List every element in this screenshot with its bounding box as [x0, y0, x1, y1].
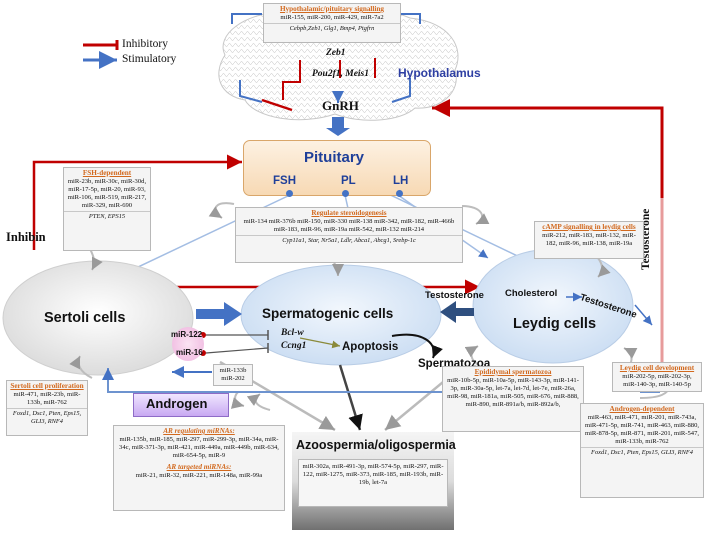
ar-regulating-mirnas: miR-135b, miR-185, miR-297, miR-299-3p, …: [119, 436, 279, 460]
androgen-label: Androgen: [146, 396, 208, 411]
mirna-inhibition-lines: [200, 330, 341, 356]
cholesterol-label: Cholesterol: [505, 288, 558, 299]
testosterone-feedback-arrow: [432, 99, 664, 390]
fsh-dependent-mirnas: miR-23b, miR-30c, miR-30d, miR-17-5p, mi…: [67, 178, 147, 210]
hypothalamic-feedback-lines: [231, 13, 421, 112]
androgen-dependent-box: Androgen-dependent miR-463, miR-471, miR…: [580, 403, 704, 498]
androgen-dependent-title: Androgen-dependent: [609, 405, 675, 413]
steroidogenesis-genes: Cyp11a1, Star, Nr5a1, Ldlr, Abca1, Abcg1…: [236, 235, 462, 245]
azoospermia-mirnas-box: miR-302a, miR-491-3p, miR-574-5p, miR-29…: [298, 459, 448, 507]
hypothalamic-signalling-box: Hypothalamic/pituitary signalling miR-15…: [263, 3, 401, 43]
lh-label: LH: [393, 175, 409, 187]
pou-meis-label: Pou2f1, Meis1: [312, 69, 369, 79]
inhibin-arrow: [32, 154, 242, 250]
leydig-development-box: Leydig cell development miR-202-5p, miR-…: [612, 362, 702, 392]
steroidogenesis-mirnas: miR-134 miR-376b miR-150, miR-330 miR-13…: [243, 218, 455, 234]
sertoli-proliferation-title: Sertoli cell proliferation: [10, 382, 84, 390]
apoptosis-label: Apoptosis: [342, 341, 399, 353]
epididymal-box: Epididymal spermatozoa miR-10b-5p, miR-1…: [442, 366, 584, 432]
steroidogenesis-box: Regulate steroidogenesis miR-134 miR-376…: [235, 207, 463, 263]
sertoli-proliferation-genes: Foxd1, Dsc1, Pten, Eps15, GLI3, RNF4: [7, 408, 87, 426]
gnrh-label: GnRH: [322, 98, 359, 113]
camp-signalling-mirnas: miR-212, miR-183, miR-132, miR-182, miR-…: [542, 232, 636, 248]
legend-stimulatory-label: Stimulatory: [122, 53, 177, 65]
bclw-label: Bcl-w: [281, 328, 304, 338]
cells: [2, 248, 634, 376]
steroidogenesis-title: Regulate steroidogenesis: [311, 209, 387, 217]
fsh-dependent-box: FSH-dependent miR-23b, miR-30c, miR-30d,…: [63, 167, 151, 251]
epididymal-title: Epididymal spermatozoa: [474, 368, 552, 376]
pituitary-title: Pituitary: [304, 149, 365, 166]
leydig-development-title: Leydig cell development: [619, 364, 695, 372]
hypothalamic-signalling-title: Hypothalamic/pituitary signalling: [279, 5, 385, 13]
hypothalamus-label: Hypothalamus: [398, 66, 481, 80]
androgen-dependent-genes: Foxd1, Dsc1, Pten, Eps15, GLI3, RNF4: [581, 447, 703, 457]
androgen-feedback-lines: [102, 366, 660, 393]
azoospermia-arrows: [219, 360, 461, 432]
hypothalamic-signalling-mirnas: miR-155, miR-200, miR-429, miR-7a2: [280, 14, 384, 21]
sertoli-proliferation-box: Sertoli cell proliferation miR-471, miR-…: [6, 380, 88, 436]
leydig-development-mirnas: miR-202-5p, miR-202-3p, miR-140-3p, miR-…: [622, 373, 692, 389]
hypothalamic-signalling-genes: Cebpb,Zeb1, Glg1, Bmp4, Ptgfrn: [264, 23, 400, 33]
fsh-dependent-genes: PTEN, EPS15: [64, 211, 150, 221]
sertoli-to-spermatogenic-arrow: [196, 302, 242, 326]
lh-dot: [396, 190, 403, 197]
mir122-blob: [172, 327, 204, 361]
zeb1-label: Zeb1: [326, 48, 346, 58]
leydig-to-spermatogenic-arrow: [440, 301, 474, 323]
legend-lines: [83, 40, 119, 69]
cholesterol-arrow: [566, 292, 653, 326]
spermatogenic-cells-label: Spermatogenic cells: [262, 306, 394, 321]
ar-regulating-title: AR regulating miRNAs:: [163, 427, 235, 435]
mir133b-line1: miR-133b: [219, 367, 247, 374]
epididymal-mirnas: miR-10b-5p, miR-10a-5p, miR-143-3p, miR-…: [447, 377, 579, 409]
gnrh-to-pituitary-arrow: [326, 117, 350, 136]
androgen-dependent-mirnas: miR-463, miR-471, miR-201, miR-743a, miR…: [584, 414, 700, 446]
mir16-label: miR-16: [176, 348, 203, 357]
fsh-dot: [286, 190, 293, 197]
sertoli-proliferation-mirnas: miR-471, miR-23b, miR-133b, miR-762: [13, 391, 81, 407]
sertoli-cells-label: Sertoli cells: [44, 310, 126, 326]
azoospermia-title: Azoospermia/oligospermia: [296, 438, 456, 452]
leydig-cells-label: Leydig cells: [513, 316, 597, 332]
pituitary-box: [243, 140, 431, 196]
spermatozoa-arrow: [391, 333, 443, 359]
azoospermia-mirnas: miR-302a, miR-491-3p, miR-574-5p, miR-29…: [302, 463, 444, 487]
mir122-label: miR-122: [171, 330, 203, 339]
pl-dot: [342, 190, 349, 197]
ar-mirnas-box: AR regulating miRNAs: miR-135b, miR-185,…: [113, 425, 285, 511]
androgen-box: [133, 393, 229, 417]
mir133b-box: miR-133b miR-202: [213, 364, 253, 386]
fsh-label: FSH: [273, 175, 296, 187]
legend-inhibitory-label: Inhibitory: [122, 38, 168, 50]
camp-signalling-title: cAMP signalling in leydig cells: [542, 223, 636, 231]
ar-targeted-title: AR targeted miRNAs:: [166, 463, 232, 472]
inhibin-label: Inhibin: [6, 230, 46, 244]
pl-label: PL: [341, 175, 356, 187]
ccng1-label: Ccng1: [281, 341, 307, 351]
fsh-dependent-title: FSH-dependent: [82, 169, 132, 177]
testosterone-arrow-label: Testosterone: [425, 290, 484, 301]
camp-signalling-box: cAMP signalling in leydig cells miR-212,…: [534, 221, 644, 259]
ar-targeted-mirnas: miR-21, miR-32, miR-221, miR-148a, miR-9…: [135, 472, 263, 480]
mir133b-line2: miR-202: [221, 375, 245, 383]
